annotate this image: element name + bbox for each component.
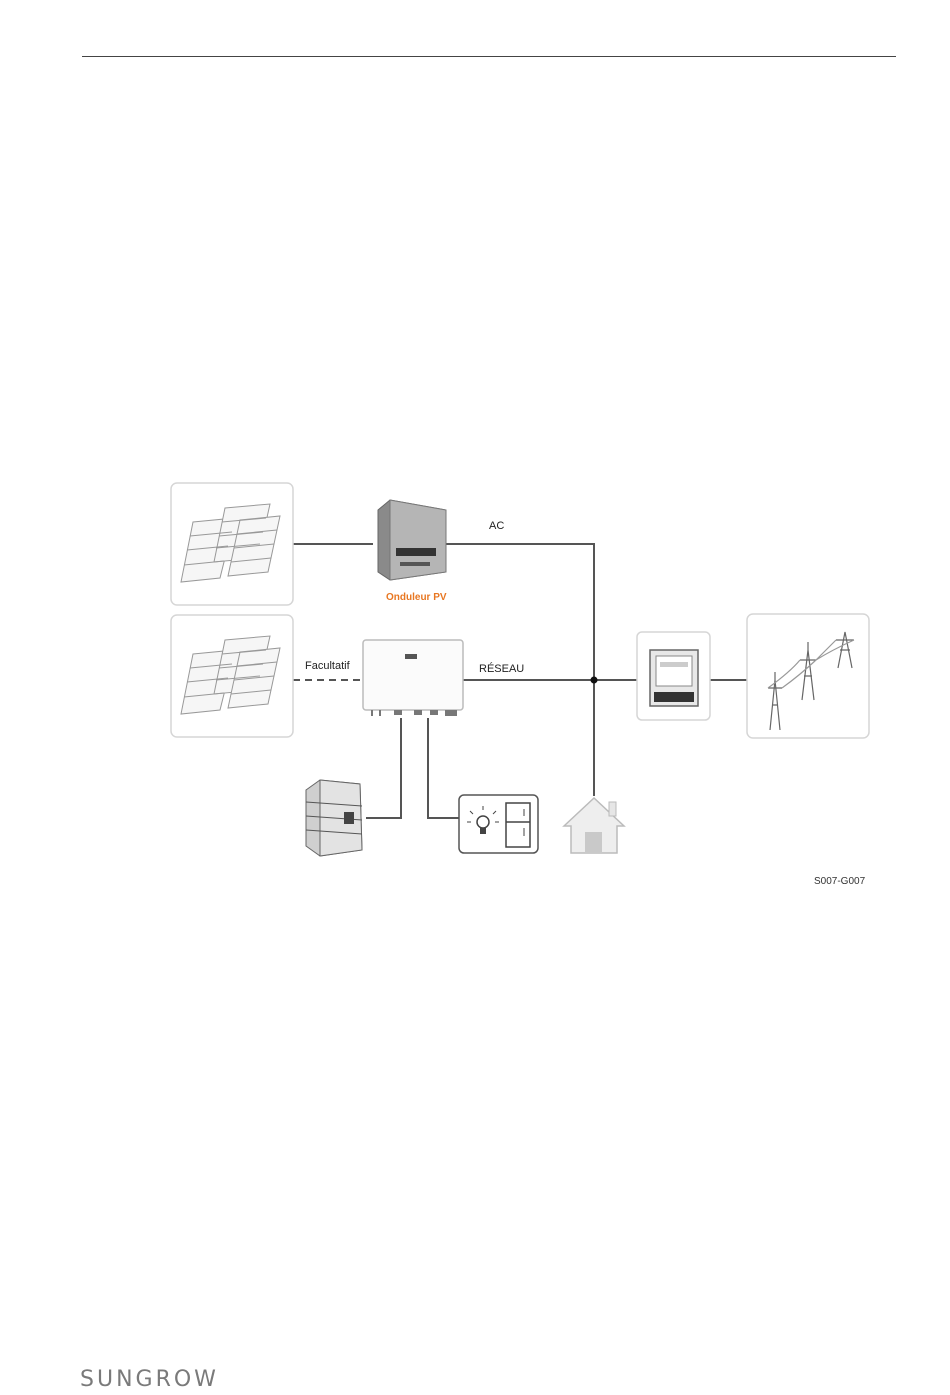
ac-label: AC [489,520,504,532]
refrigerator-icon [506,803,530,847]
house-icon [564,798,624,853]
energy-meter-icon [650,650,698,706]
battery-stack-icon [306,780,362,856]
pv-array-box-1 [171,483,293,605]
meter-box [637,632,710,720]
junction-dot [591,677,598,684]
loads-box [459,795,538,853]
figure-code: S007-G007 [814,876,865,887]
pv-inverter-icon [378,500,446,580]
optional-label: Facultatif [305,660,350,672]
utility-grid-box [747,614,869,738]
hybrid-inverter-icon [363,640,463,716]
line-loads [428,718,459,818]
pv-array-box-2 [171,615,293,737]
grid-label: RÉSEAU [479,663,524,675]
pv-inverter-label: Onduleur PV [386,592,447,603]
line-battery [366,718,401,818]
sungrow-logo: SUNGROW [80,1367,219,1392]
